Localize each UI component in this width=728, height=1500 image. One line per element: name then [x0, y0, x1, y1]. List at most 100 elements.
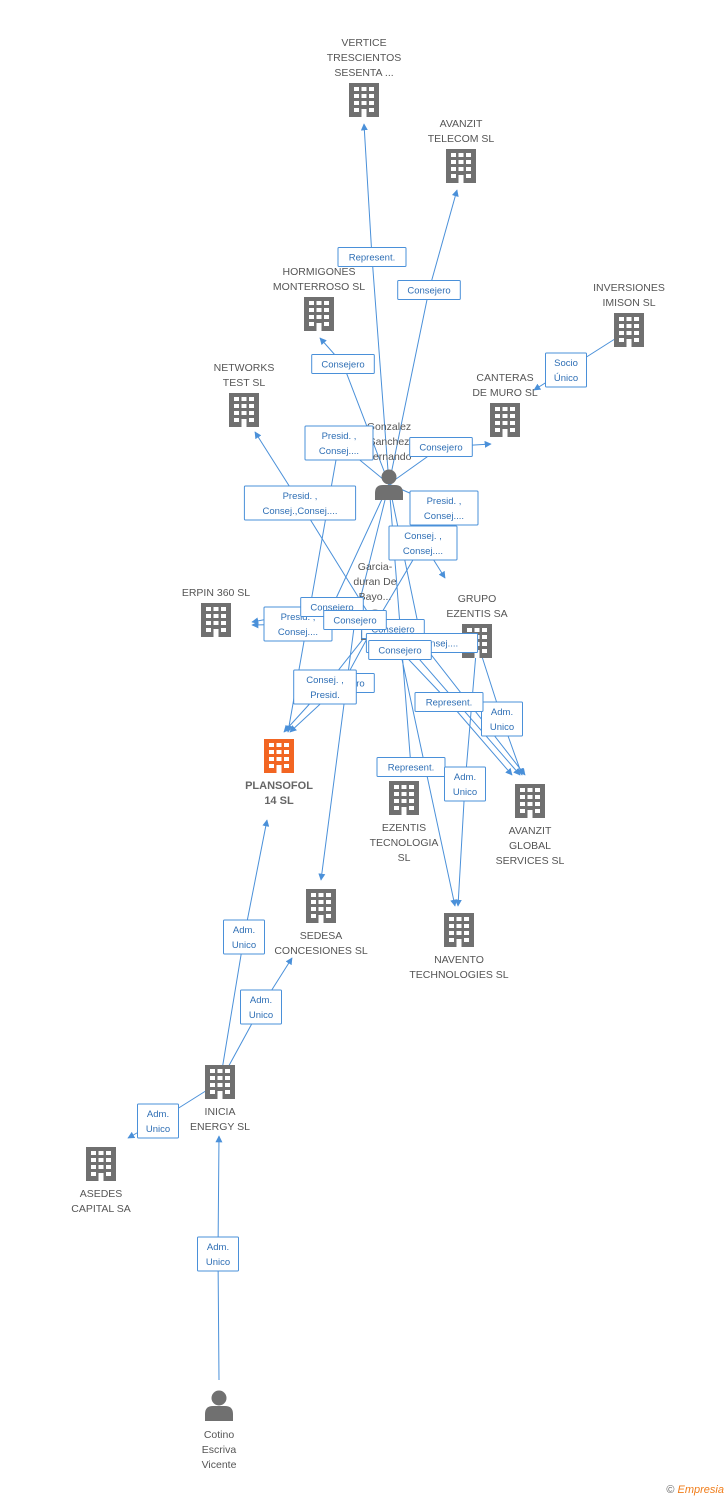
- edge-label-text: Consejero: [407, 286, 450, 297]
- node-label: 14 SL: [264, 795, 294, 807]
- building-icon: [490, 403, 520, 437]
- edge-label-garcia-networks[interactable]: Presid. , Consej.,Consej....: [243, 485, 357, 521]
- edge-label-gonzalez-canteras[interactable]: Consejero: [409, 437, 473, 457]
- edge-label-text: Presid. ,: [283, 491, 318, 502]
- edge-label-inicia-asedes[interactable]: Adm.Unico: [137, 1103, 179, 1139]
- edge-label-text: Unico: [249, 1010, 273, 1021]
- node-label: GRUPO: [458, 593, 497, 605]
- edge-label-text: Consejero: [378, 646, 421, 657]
- footer-brand[interactable]: © Empresia: [666, 1484, 724, 1496]
- node-label: MONTERROSO SL: [273, 281, 365, 293]
- building-icon: [201, 603, 231, 637]
- edge-label-box: [388, 525, 458, 561]
- edge-label-text: Represent.: [388, 763, 434, 774]
- edge-label-gonzalez-hormigones[interactable]: Consejero: [311, 354, 375, 374]
- node-label: CAPITAL SA: [71, 1203, 131, 1215]
- node-label: duran De: [353, 576, 396, 588]
- edge-label-text: Unico: [146, 1124, 170, 1135]
- edge-label-box: [337, 247, 407, 267]
- edge-label-text: Adm.: [233, 925, 255, 936]
- edge-label-gonzalez-vertice[interactable]: Represent.: [337, 247, 407, 267]
- edge-label-grupo_ezentis-avanzit_global[interactable]: Adm.Unico: [481, 701, 523, 737]
- building-icon: [205, 1065, 235, 1099]
- edge-label-box: [414, 692, 484, 712]
- edge-label-text: Represent.: [426, 698, 472, 709]
- edge-label-text: Presid. ,: [281, 612, 316, 623]
- edge-label-text: Único: [554, 373, 578, 384]
- edge-label-garcia-avanzit_global[interactable]: Represent.: [414, 692, 484, 712]
- edge-label-garcia-plansofol[interactable]: Consej. ,Presid.: [293, 669, 357, 705]
- edge-label-text: Adm.: [250, 995, 272, 1006]
- building-icon: [229, 393, 259, 427]
- node-erpin[interactable]: ERPIN 360 SL: [182, 587, 250, 637]
- edge-label-box: [545, 352, 587, 388]
- edge-label-inicia-sedesa[interactable]: Adm. Unico: [240, 989, 282, 1025]
- building-icon: [86, 1147, 116, 1181]
- edge-label-grupo_ezentis-navento[interactable]: Adm.Unico: [444, 766, 486, 802]
- person-icon: [205, 1390, 233, 1421]
- edge-label-box: [481, 701, 523, 737]
- edge-label-box: [293, 669, 357, 705]
- edge-label-garcia-grupo_ezentis[interactable]: Consej. ,Consej....: [388, 525, 458, 561]
- building-icon: [444, 913, 474, 947]
- node-label: AVANZIT: [509, 825, 552, 837]
- node-label: EZENTIS: [382, 822, 426, 834]
- edge-label-text: Socio: [554, 358, 578, 369]
- edge-label-gonzalez-sedesa[interactable]: Consejero: [323, 610, 387, 630]
- edge-label-inicia-plansofol[interactable]: Adm.Unico: [223, 919, 265, 955]
- edge-label-gonzalez-ezentis_tec[interactable]: Represent.: [376, 757, 446, 777]
- edge-label-gonzalez-grupo_ezentis[interactable]: Presid. ,Consej....: [409, 490, 479, 526]
- edge-label-gonzalez-avanzit_telecom[interactable]: Consejero: [397, 280, 461, 300]
- node-label: DE MURO SL: [472, 387, 538, 399]
- node-label: INVERSIONES: [593, 282, 665, 294]
- node-label: CANTERAS: [476, 372, 533, 384]
- edge-label-garcia-navento[interactable]: Consejero: [368, 640, 432, 660]
- edge-label-box: [311, 354, 375, 374]
- node-asedes[interactable]: ASEDES CAPITAL SA: [71, 1147, 131, 1215]
- node-label: VERTICE: [341, 37, 386, 49]
- edge-label-text: Adm.: [207, 1242, 229, 1253]
- node-label: Vicente: [202, 1459, 237, 1471]
- node-navento[interactable]: NAVENTO TECHNOLOGIES SL: [409, 913, 509, 981]
- copyright-icon: ©: [666, 1484, 675, 1496]
- building-icon: [389, 781, 419, 815]
- node-inversiones[interactable]: INVERSIONES IMISON SL: [593, 282, 665, 347]
- edge-label-text: Consej.,Consej....: [263, 506, 338, 517]
- node-label: NAVENTO: [434, 954, 484, 966]
- node-canteras[interactable]: CANTERAS DE MURO SL: [472, 372, 538, 437]
- edge-line-garcia-networks: [254, 431, 376, 625]
- node-label: Escriva: [202, 1444, 237, 1456]
- node-garcia[interactable]: Garcia-duran DeBayo...: [353, 561, 397, 640]
- edge-label-gonzalez-plansofol[interactable]: Presid. ,Consej....: [304, 425, 374, 461]
- node-label: Gonzalez: [367, 421, 411, 433]
- edge-label-cotino-inicia[interactable]: Adm. Unico: [197, 1236, 239, 1272]
- node-vertice[interactable]: VERTICETRESCIENTOSSESENTA ...: [327, 37, 401, 117]
- edge-label-box: [243, 485, 357, 521]
- edge-label-text: Presid. ,: [322, 431, 357, 442]
- node-label: NETWORKS: [214, 362, 275, 374]
- node-label: Garcia-: [358, 561, 393, 573]
- node-label: ASEDES: [80, 1188, 123, 1200]
- node-label: TECHNOLOGIES SL: [409, 969, 508, 981]
- edge-label-text: Unico: [453, 787, 477, 798]
- node-label: SERVICES SL: [496, 855, 565, 867]
- edge-label-box: [323, 610, 387, 630]
- node-label: IMISON SL: [602, 297, 655, 309]
- edge-label-text: Unico: [206, 1257, 230, 1268]
- building-icon: [446, 149, 476, 183]
- edges-layer: [127, 123, 630, 1381]
